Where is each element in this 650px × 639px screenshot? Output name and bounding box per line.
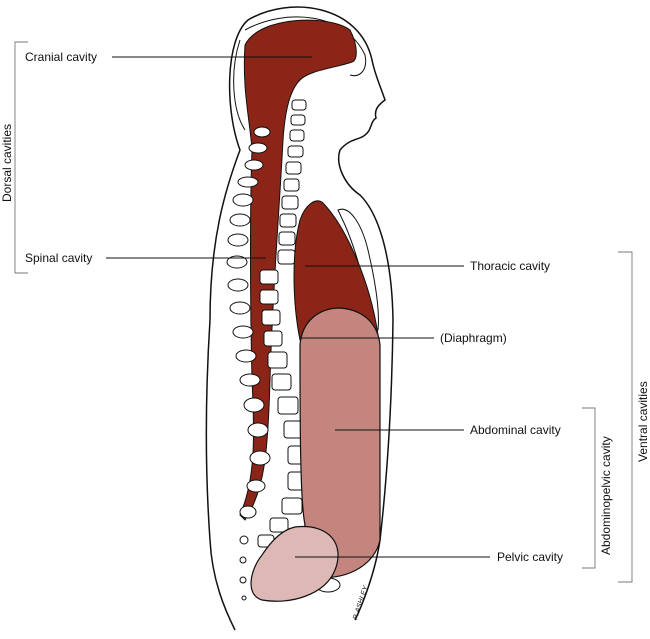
label-thoracic-cavity: Thoracic cavity <box>470 259 550 273</box>
label-spinal-cavity: Spinal cavity <box>25 251 92 265</box>
body-outline <box>205 6 394 631</box>
label-ventral-cavities: Ventral cavities <box>636 381 650 462</box>
pelvic-cavity-region <box>250 525 339 602</box>
brackets <box>14 41 633 583</box>
skull-inner-outline <box>233 16 367 131</box>
label-dorsal-cavities: Dorsal cavities <box>0 124 14 202</box>
label-abdominal-cavity: Abdominal cavity <box>470 423 561 437</box>
leader-lines <box>106 56 490 558</box>
label-abdominopelvic-cavity: Abdominopelvic cavity <box>599 436 613 555</box>
vertebral-column <box>226 99 341 601</box>
label-diaphragm: (Diaphragm) <box>440 331 507 345</box>
abdominal-cavity-region <box>297 307 381 579</box>
abdominopelvic-bracket <box>582 407 596 569</box>
label-cranial-cavity: Cranial cavity <box>25 50 97 64</box>
label-pelvic-cavity: Pelvic cavity <box>497 550 563 564</box>
thoracic-cavity-region <box>293 200 379 341</box>
cranial-cavity-region <box>239 19 357 521</box>
ventral-bracket <box>618 251 633 583</box>
artist-signature: P. ASHLEY <box>352 584 370 621</box>
dorsal-bracket <box>14 41 28 274</box>
